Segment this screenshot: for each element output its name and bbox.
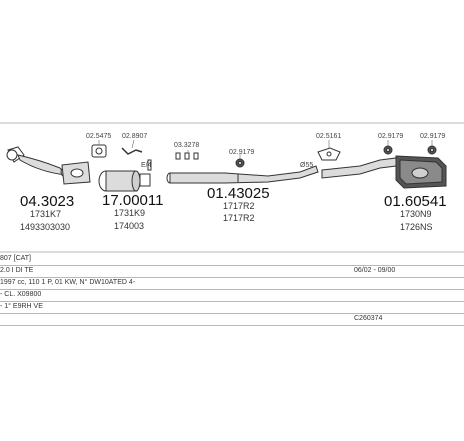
info-row-4: - CL. X09800	[0, 289, 464, 302]
info-row-1-left: 807 [CAT]	[0, 255, 31, 262]
info-row-2-left: 2.0 I DI TE	[0, 267, 34, 274]
diameter-label: Ø55	[300, 162, 313, 169]
clamp-drawing	[121, 147, 143, 155]
catalytic-converter-drawing	[6, 146, 91, 185]
rear-silencer-drawing	[321, 155, 447, 189]
info-row-4-left: - CL. X09800	[0, 291, 42, 298]
info-row-1: 807 [CAT]	[0, 253, 464, 266]
ext-bolt-drawing	[147, 159, 152, 171]
hanger-label-2: 02.9179	[378, 133, 403, 140]
info-row-5: - 1° E9RH VE	[0, 301, 464, 314]
clamp-label: 02.8907	[122, 133, 147, 140]
part-ref-silencer-2: 1726NS	[400, 222, 433, 232]
part-number-silencer: 01.60541	[384, 193, 447, 210]
ext-label: E/4	[141, 162, 152, 169]
part-ref-centre-2: 1717R2	[223, 213, 255, 223]
part-ref-front-2: 174003	[114, 221, 144, 231]
info-row-5-left: - 1° E9RH VE	[0, 303, 43, 310]
hanger-drawing-2	[383, 145, 393, 155]
info-row-2-right: 06/02 - 09/00	[354, 267, 396, 274]
info-row-3-left: 1997 cc, 110 1 P, 01 KW, N° DW10ATED 4-	[0, 279, 136, 286]
bolt-label: 03.3278	[174, 142, 199, 149]
hanger-drawing-3	[427, 145, 437, 155]
centre-pipe-drawing	[166, 165, 319, 184]
part-ref-front-1: 1731K9	[114, 208, 145, 218]
info-row-6: C260374	[0, 313, 464, 326]
info-row-2: 2.0 I DI TE 06/02 - 09/00	[0, 265, 464, 278]
bolt-drawing	[175, 152, 199, 160]
gasket-label: 02.5475	[86, 133, 111, 140]
hanger-label-3: 02.9179	[420, 133, 445, 140]
info-row-6-right: C260374	[354, 315, 383, 322]
hanger-drawing-1	[235, 158, 245, 168]
hanger-label-1: 02.9179	[229, 149, 254, 156]
part-ref-cat-2: 1493303030	[20, 222, 70, 232]
part-ref-cat-1: 1731K7	[30, 209, 61, 219]
gasket-drawing	[91, 144, 107, 158]
part-number-centre-pipe: 01.43025	[207, 185, 270, 202]
part-number-cat: 04.3023	[20, 193, 74, 210]
info-row-3: 1997 cc, 110 1 P, 01 KW, N° DW10ATED 4-	[0, 277, 464, 290]
bracket-drawing	[317, 147, 341, 161]
part-ref-centre-1: 1717R2	[223, 201, 255, 211]
part-ref-silencer-1: 1730N9	[400, 209, 432, 219]
bracket-label: 02.5161	[316, 133, 341, 140]
part-number-front-pipe: 17.00011	[102, 192, 163, 209]
front-pipe-drawing	[98, 170, 151, 192]
